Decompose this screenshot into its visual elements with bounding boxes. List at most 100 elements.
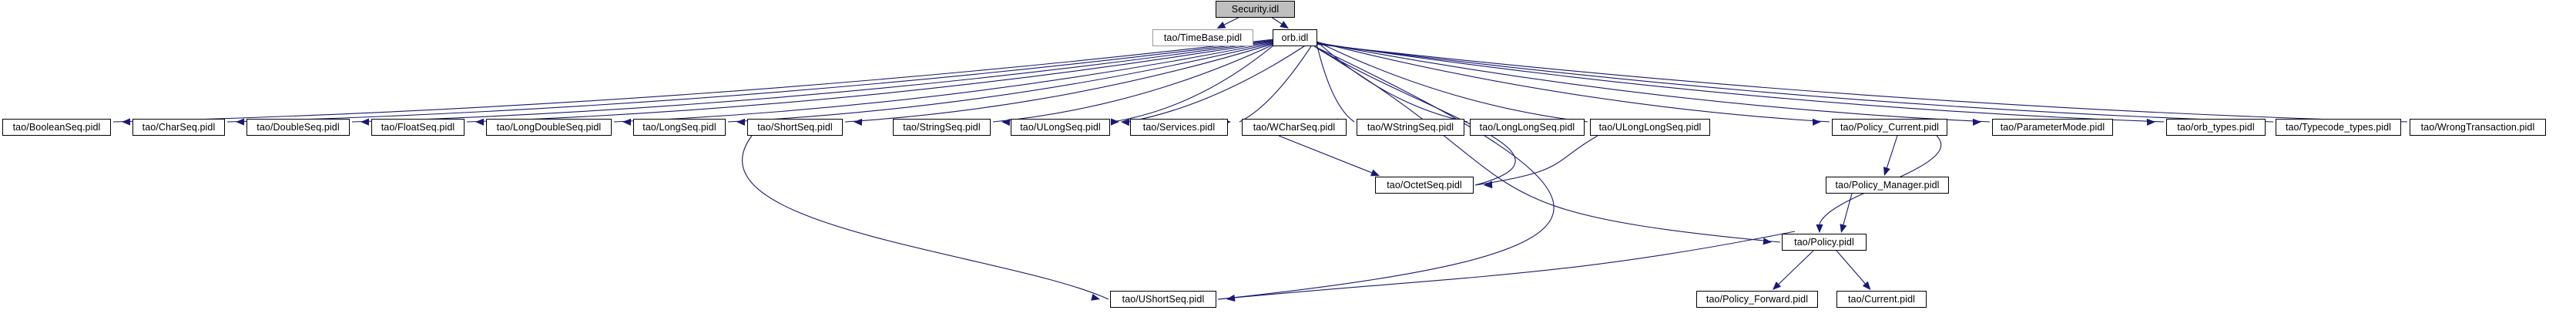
graph-edge [226, 39, 1275, 123]
graph-node-services[interactable]: tao/Services.pidl [1130, 119, 1228, 136]
graph-edge-arrowhead [1091, 293, 1100, 301]
graph-edge [1278, 135, 1373, 174]
graph-node-parametermode[interactable]: tao/ParameterMode.pidl [1992, 119, 2113, 136]
graph-node-label: tao/WStringSeq.pidl [1367, 121, 1454, 133]
graph-edge-arrowhead [622, 118, 632, 126]
graph-edge [466, 41, 1275, 123]
graph-node-label: tao/StringSeq.pidl [903, 121, 981, 133]
graph-node-label: tao/ULongSeq.pidl [1020, 121, 1101, 133]
graph-edge [1315, 42, 1991, 123]
graph-edge-arrowhead [1862, 281, 1871, 290]
graph-node-label: tao/OctetSeq.pidl [1387, 179, 1462, 191]
graph-edge [1223, 17, 1239, 25]
graph-node-label: Security.idl [1231, 3, 1280, 15]
graph-edge [1315, 42, 2165, 123]
graph-node-label: tao/UShortSeq.pidl [1122, 293, 1205, 305]
graph-node-doubleseq[interactable]: tao/DoubleSeq.pidl [247, 119, 350, 136]
graph-edge-arrowhead [1001, 118, 1011, 126]
graph-node-ushortseq[interactable]: tao/UShortSeq.pidl [1110, 291, 1216, 308]
graph-node-wcharseq[interactable]: tao/WCharSeq.pidl [1242, 119, 1347, 136]
graph-edge [1836, 250, 1867, 285]
graph-node-label: tao/Typecode_types.pidl [2285, 121, 2392, 133]
graph-edge [1315, 40, 1588, 123]
graph-node-label: tao/LongSeq.pidl [642, 121, 716, 133]
graph-node-longlongseq[interactable]: tao/LongLongSeq.pidl [1470, 119, 1585, 136]
graph-node-wstringseq[interactable]: tao/WStringSeq.pidl [1357, 119, 1464, 136]
graph-edge [613, 42, 1275, 123]
graph-edge-arrowhead [1812, 118, 1821, 126]
graph-node-label: tao/Current.pidl [1847, 293, 1916, 305]
graph-edge [1778, 250, 1814, 285]
graph-node-label: tao/Policy_Manager.pidl [1835, 179, 1940, 191]
graph-node-label: tao/Policy.pidl [1794, 236, 1854, 248]
graph-node-typecodetypes[interactable]: tao/Typecode_types.pidl [2276, 119, 2401, 136]
graph-edge [844, 42, 1275, 123]
graph-node-current[interactable]: tao/Current.pidl [1836, 291, 1927, 308]
graph-node-ulonglongseq[interactable]: tao/ULongLongSeq.pidl [1590, 119, 1710, 136]
graph-node-label: tao/FloatSeq.pidl [381, 121, 455, 133]
graph-edge [1474, 135, 1598, 186]
graph-edge-arrowhead [1773, 282, 1782, 290]
graph-node-label: tao/DoubleSeq.pidl [257, 121, 340, 133]
graph-node-timebase[interactable]: tao/TimeBase.pidl [1152, 29, 1253, 46]
graph-node-label: tao/LongDoubleSeq.pidl [496, 121, 602, 133]
graph-edge [1112, 44, 1275, 123]
graph-node-floatseq[interactable]: tao/FloatSeq.pidl [371, 119, 465, 136]
graph-edge [1313, 46, 1516, 186]
graph-node-longdoubleseq[interactable]: tao/LongDoubleSeq.pidl [486, 119, 612, 136]
graph-edge-arrowhead [1763, 238, 1772, 245]
graph-edge-arrowhead [475, 118, 485, 126]
graph-edge-arrowhead [361, 118, 370, 126]
graph-node-policymanager[interactable]: tao/Policy_Manager.pidl [1826, 177, 1949, 194]
graph-node-label: tao/ShortSeq.pidl [757, 121, 833, 133]
graph-edge-arrowhead [736, 118, 746, 126]
graph-edge-arrowhead [236, 118, 245, 126]
graph-edge-arrowhead [1840, 224, 1847, 233]
graph-edge [1315, 41, 1830, 123]
graph-edge-arrowhead [2146, 118, 2155, 126]
graph-node-label: tao/Services.pidl [1142, 121, 1216, 133]
graph-node-octetseq[interactable]: tao/OctetSeq.pidl [1375, 177, 1474, 194]
graph-node-security[interactable]: Security.idl [1216, 1, 1295, 18]
graph-node-stringseq[interactable]: tao/StringSeq.pidl [893, 119, 991, 136]
graph-node-wrongtransaction[interactable]: tao/WrongTransaction.pidl [2410, 119, 2546, 136]
graph-node-orb[interactable]: orb.idl [1273, 29, 1317, 46]
graph-node-longseq[interactable]: tao/LongSeq.pidl [633, 119, 726, 136]
graph-node-shortseq[interactable]: tao/ShortSeq.pidl [747, 119, 843, 136]
graph-node-label: tao/WCharSeq.pidl [1253, 121, 1336, 133]
graph-node-policycurrent[interactable]: tao/Policy_Current.pidl [1832, 119, 1947, 136]
graph-edge-arrowhead [1883, 167, 1890, 176]
graph-node-policyforward[interactable]: tao/Policy_Forward.pidl [1696, 291, 1818, 308]
graph-node-label: tao/ParameterMode.pidl [2000, 121, 2105, 133]
graph-edge [1315, 42, 2274, 123]
graph-edge [1239, 39, 1317, 123]
graph-node-charseq[interactable]: tao/CharSeq.pidl [132, 119, 225, 136]
graph-edge [1886, 135, 1898, 169]
graph-node-orbtypes[interactable]: tao/orb_types.pidl [2166, 119, 2266, 136]
graph-edge-arrowhead [854, 118, 863, 126]
graph-edge [1843, 193, 1853, 226]
graph-edge [1127, 38, 1317, 123]
graph-edge-arrowhead [122, 118, 130, 126]
graph-node-policy[interactable]: tao/Policy.pidl [1782, 234, 1867, 251]
graph-edge-arrowhead [1972, 118, 1981, 126]
graph-edge [1315, 43, 2408, 123]
graph-edge-arrowhead [1121, 119, 1130, 126]
graph-node-label: tao/WrongTransaction.pidl [2420, 121, 2535, 133]
graph-edge [112, 39, 1275, 123]
graph-node-label: tao/Policy_Forward.pidl [1706, 293, 1809, 305]
graph-node-ulongseq[interactable]: tao/ULongSeq.pidl [1011, 119, 1110, 136]
graph-edge-arrowhead [1816, 224, 1823, 233]
graph-edge [742, 135, 1109, 300]
graph-edge-arrowhead [1280, 21, 1289, 29]
graph-node-label: tao/BooleanSeq.pidl [12, 121, 101, 133]
graph-edge [1217, 46, 1555, 300]
graph-edge [1316, 47, 1781, 243]
graph-node-booleanseq[interactable]: tao/BooleanSeq.pidl [2, 119, 111, 136]
graph-node-label: tao/ULongLongSeq.pidl [1598, 121, 1702, 133]
graph-edge [727, 42, 1275, 123]
graph-edge [1217, 231, 1796, 300]
graph-node-label: tao/orb_types.pidl [2177, 121, 2255, 133]
graph-edge [1272, 17, 1283, 25]
